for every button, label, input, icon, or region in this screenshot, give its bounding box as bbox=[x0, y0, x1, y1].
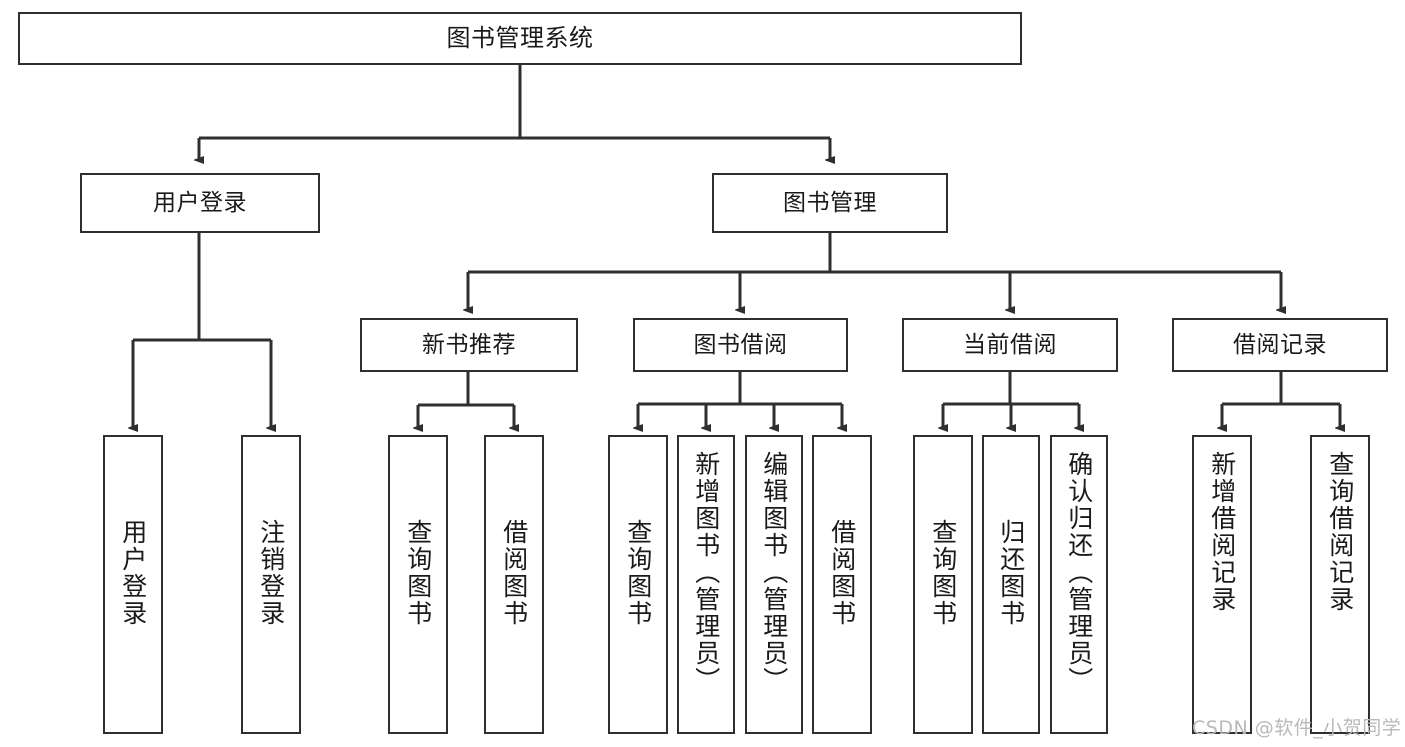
node-label: 查询借阅记录 bbox=[1325, 451, 1355, 613]
node-label: 当前借阅 bbox=[963, 331, 1057, 358]
node-borrow-record[interactable]: 借阅记录 bbox=[1172, 318, 1388, 372]
node-book-borrow[interactable]: 图书借阅 bbox=[633, 318, 848, 372]
node-leaf-query-book-recommend[interactable]: 查询图书 bbox=[388, 435, 448, 734]
node-label: 用户登录 bbox=[153, 189, 247, 216]
node-label: 查询图书 bbox=[403, 519, 433, 627]
node-leaf-query-book-current[interactable]: 查询图书 bbox=[913, 435, 973, 734]
node-leaf-confirm-return-admin[interactable]: 确认归还（管理员） bbox=[1050, 435, 1108, 734]
node-leaf-borrow-book[interactable]: 借阅图书 bbox=[812, 435, 872, 734]
node-new-book-recommend[interactable]: 新书推荐 bbox=[360, 318, 578, 372]
node-label: 新书推荐 bbox=[422, 331, 516, 358]
node-root-library-system[interactable]: 图书管理系统 bbox=[18, 12, 1022, 65]
node-label: 借阅记录 bbox=[1233, 331, 1327, 358]
node-label: 图书管理 bbox=[783, 189, 877, 216]
node-leaf-add-borrow-record[interactable]: 新增借阅记录 bbox=[1192, 435, 1252, 734]
node-leaf-query-book-borrow[interactable]: 查询图书 bbox=[608, 435, 668, 734]
node-label: 注销登录 bbox=[256, 519, 286, 627]
node-label: 图书管理系统 bbox=[446, 23, 594, 52]
node-label: 借阅图书 bbox=[499, 519, 529, 627]
node-leaf-user-login[interactable]: 用户登录 bbox=[103, 435, 163, 734]
node-label: 新增借阅记录 bbox=[1207, 451, 1237, 613]
node-label: 新增图书（管理员） bbox=[691, 451, 721, 694]
node-label: 查询图书 bbox=[623, 519, 653, 627]
node-label: 查询图书 bbox=[928, 519, 958, 627]
node-label: 确认归还（管理员） bbox=[1064, 451, 1094, 694]
node-leaf-query-borrow-record[interactable]: 查询借阅记录 bbox=[1310, 435, 1370, 734]
node-label: 编辑图书（管理员） bbox=[759, 451, 789, 694]
node-leaf-add-book-admin[interactable]: 新增图书（管理员） bbox=[677, 435, 735, 734]
node-leaf-logout[interactable]: 注销登录 bbox=[241, 435, 301, 734]
node-leaf-edit-book-admin[interactable]: 编辑图书（管理员） bbox=[745, 435, 803, 734]
node-leaf-return-book[interactable]: 归还图书 bbox=[982, 435, 1040, 734]
node-label: 用户登录 bbox=[118, 519, 148, 627]
node-label: 图书借阅 bbox=[693, 331, 788, 358]
node-label: 借阅图书 bbox=[827, 519, 857, 627]
node-label: 归还图书 bbox=[996, 519, 1026, 627]
csdn-watermark: CSDN @软件_小贺同学 bbox=[1192, 717, 1402, 739]
node-user-login[interactable]: 用户登录 bbox=[80, 173, 320, 233]
node-current-borrow[interactable]: 当前借阅 bbox=[902, 318, 1118, 372]
node-leaf-borrow-book-recommend[interactable]: 借阅图书 bbox=[484, 435, 544, 734]
node-book-management[interactable]: 图书管理 bbox=[712, 173, 948, 233]
